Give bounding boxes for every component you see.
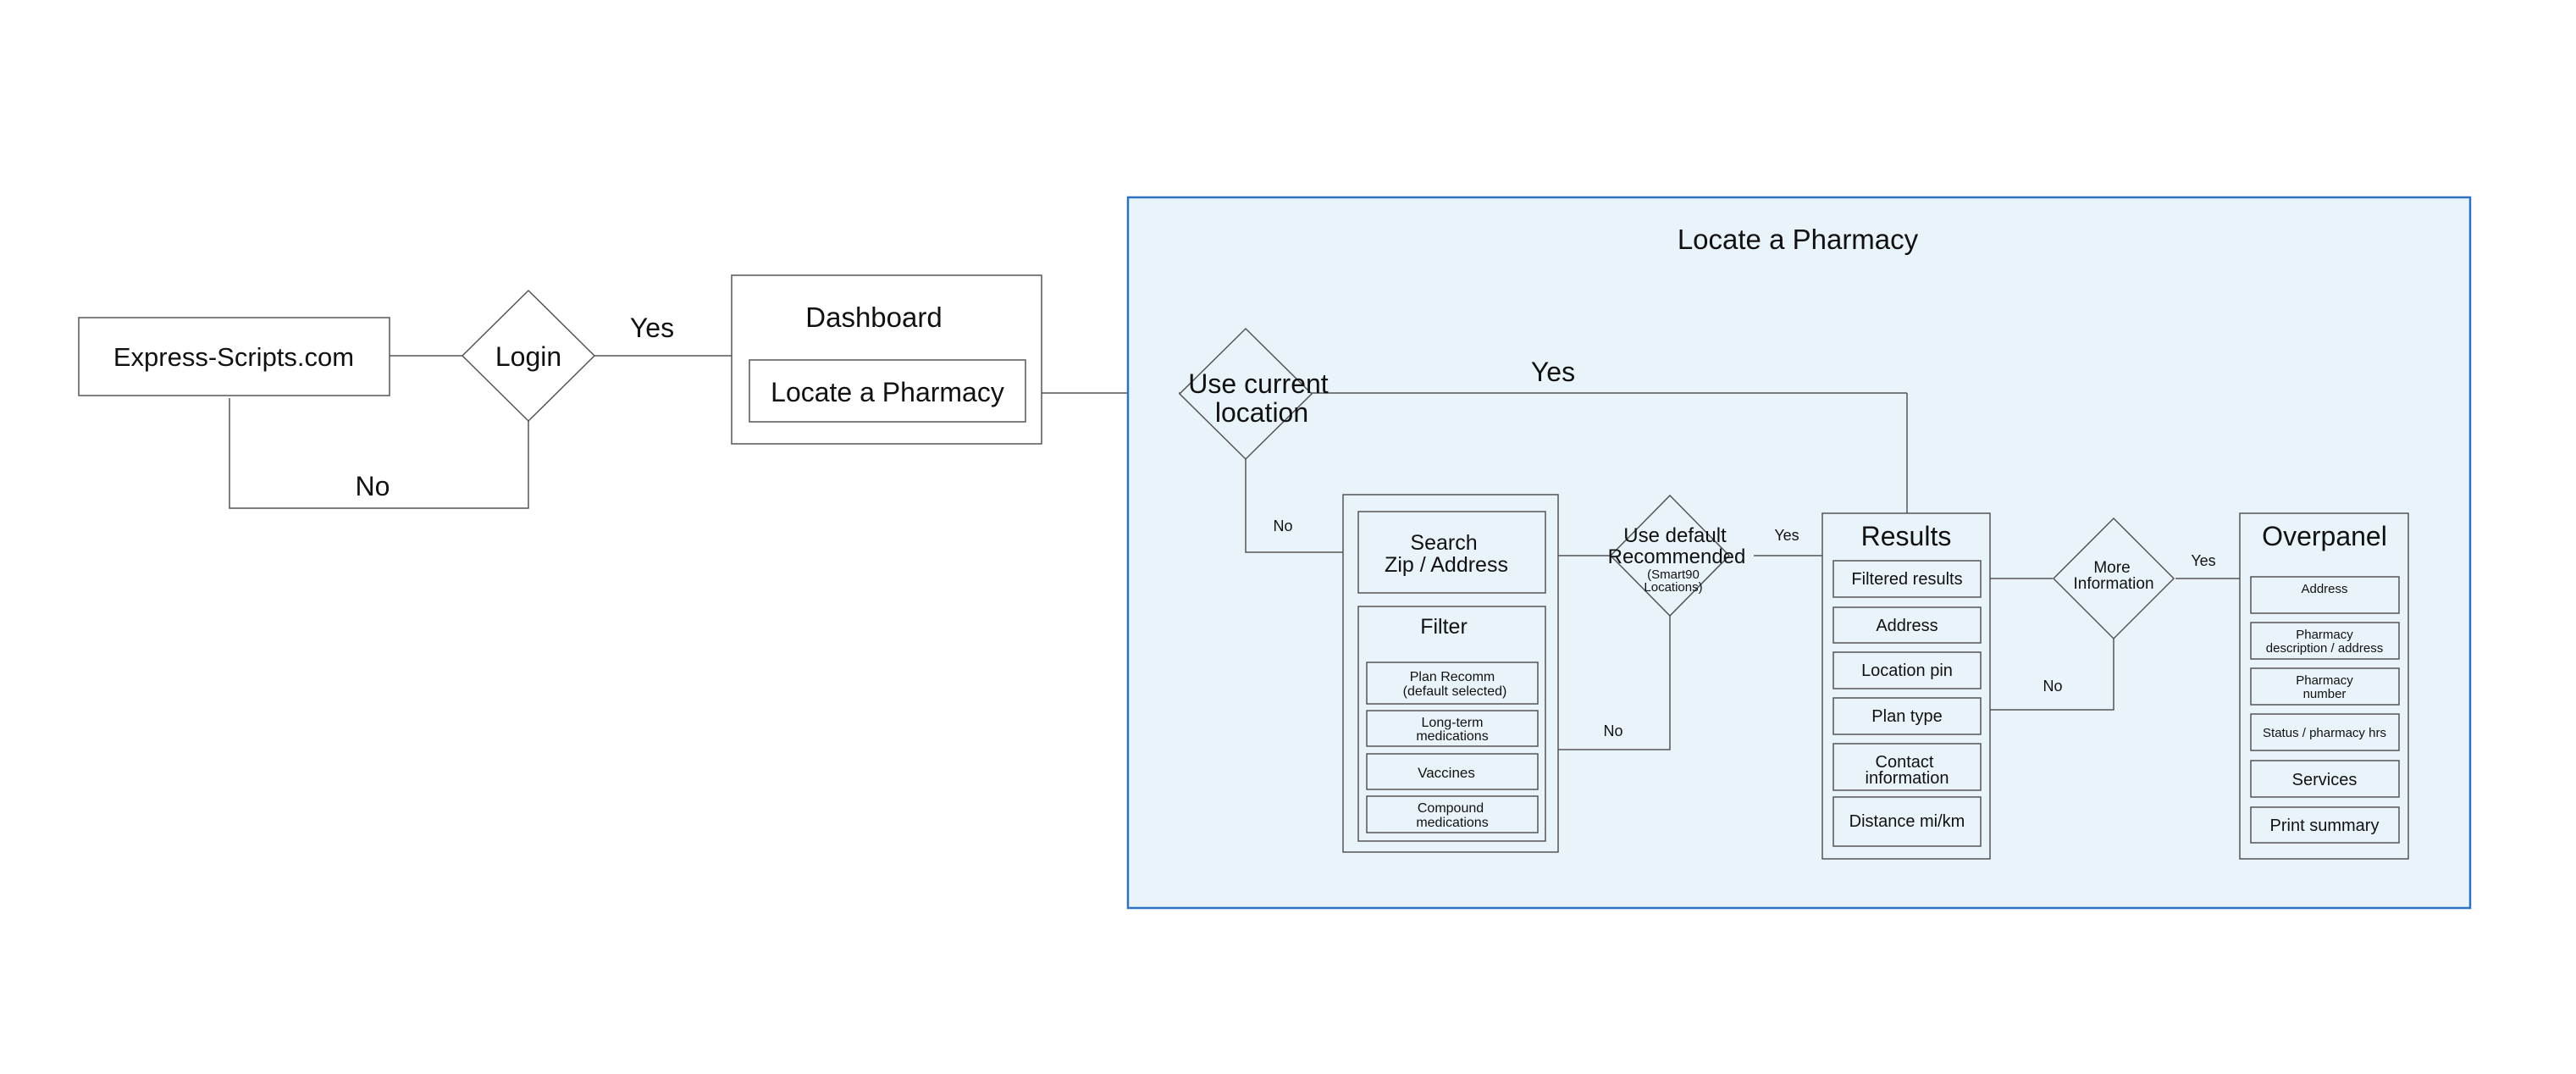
more-info-decision	[2052, 517, 2175, 640]
results-item-line1: Plan type	[1871, 707, 1942, 726]
filter-item	[1366, 753, 1539, 790]
start-label: Express-Scripts.com	[113, 342, 354, 372]
overpanel-item-line1: Print summary	[2270, 817, 2380, 835]
results-item	[1832, 697, 1982, 735]
filter-item-line1: Plan Recomm	[1410, 670, 1495, 684]
more-info-line2: Information	[2073, 575, 2153, 593]
use-default-line3: (Smart90	[1647, 567, 1700, 582]
results-item-line1: Location pin	[1861, 662, 1953, 680]
results-item	[1832, 651, 1982, 689]
use-location-no-label: No	[1273, 518, 1292, 534]
search-line2: Zip / Address	[1385, 553, 1508, 577]
results-item	[1832, 743, 1982, 791]
filter-item-line2: medications	[1416, 729, 1488, 744]
filter-item-line1: Long-term	[1422, 716, 1484, 730]
overpanel-item-line1: Pharmacy	[2296, 628, 2353, 642]
use-default-line4: Locations)	[1644, 580, 1702, 595]
overpanel-item	[2250, 806, 2400, 844]
connector-location-no	[1245, 459, 1343, 553]
filter-item-line1: Vaccines	[1418, 765, 1475, 781]
results-title: Results	[1861, 521, 1952, 551]
overpanel-items: Address Pharmacy description / address P…	[2250, 576, 2400, 844]
connector-default-no	[1546, 616, 1671, 750]
login-decision	[461, 289, 596, 423]
overpanel-title: Overpanel	[2262, 521, 2387, 551]
overpanel-item	[2250, 622, 2400, 660]
use-location-line2: location	[1215, 397, 1308, 428]
filter-item	[1366, 710, 1539, 747]
overpanel-item-line1: Services	[2292, 771, 2358, 789]
results-item	[1832, 796, 1982, 847]
filter-item	[1366, 795, 1539, 833]
filter-item-line2: (default selected)	[1403, 684, 1507, 699]
start-node	[78, 317, 390, 396]
filter-title: Filter	[1420, 615, 1468, 639]
more-info-line1: More	[2093, 559, 2130, 577]
filter-item-line1: Compound	[1418, 801, 1484, 816]
overpanel-item-line2: number	[2303, 687, 2347, 701]
results-item-line2: information	[1866, 769, 1949, 788]
results-item	[1832, 606, 1982, 644]
search-line1: Search	[1410, 531, 1477, 555]
overpanel-item	[2250, 576, 2400, 614]
more-info-no-label: No	[2043, 678, 2062, 695]
login-yes-label: Yes	[630, 313, 674, 343]
filter-items: Plan Recomm (default selected) Long-term…	[1366, 662, 1539, 833]
results-items: Filtered results Address Location pin Pl…	[1832, 560, 1982, 847]
overpanel-item	[2250, 667, 2400, 706]
login-no-label: No	[356, 471, 390, 501]
results-item	[1832, 560, 1982, 598]
overpanel-item-line2: description / address	[2266, 641, 2383, 656]
overpanel-item-line1: Status / pharmacy hrs	[2263, 726, 2386, 740]
login-label: Login	[495, 341, 561, 372]
more-info-yes-label: Yes	[2191, 552, 2215, 569]
connector-login-no	[229, 398, 529, 509]
results-item-line1: Contact	[1876, 753, 1934, 772]
overpanel-item-line1: Pharmacy	[2296, 673, 2353, 688]
use-default-decision	[1609, 494, 1731, 617]
use-default-no-label: No	[1603, 722, 1622, 739]
use-location-yes-label: Yes	[1531, 357, 1575, 387]
overpanel-item	[2250, 760, 2400, 798]
connector-more-no	[1990, 639, 2114, 711]
overpanel-item	[2250, 713, 2400, 751]
use-default-line2: Recommended	[1608, 545, 1746, 568]
use-default-yes-label: Yes	[1774, 527, 1799, 544]
dashboard-title: Dashboard	[805, 302, 942, 333]
panel-title: Locate a Pharmacy	[1678, 224, 1919, 255]
search-box	[1357, 511, 1546, 594]
results-item-line1: Distance mi/km	[1849, 812, 1965, 831]
use-location-decision	[1178, 327, 1313, 461]
results-item-line1: Filtered results	[1851, 570, 1962, 589]
filter-item	[1366, 662, 1539, 705]
use-location-line1: Use current	[1188, 368, 1329, 399]
filter-item-line2: medications	[1416, 816, 1488, 830]
locate-pharmacy-button-label: Locate a Pharmacy	[771, 377, 1004, 407]
overpanel-item-line1: Address	[2301, 582, 2347, 596]
use-default-line1: Use default	[1623, 524, 1727, 547]
results-item-line1: Address	[1876, 617, 1938, 635]
locate-pharmacy-button	[749, 359, 1026, 423]
